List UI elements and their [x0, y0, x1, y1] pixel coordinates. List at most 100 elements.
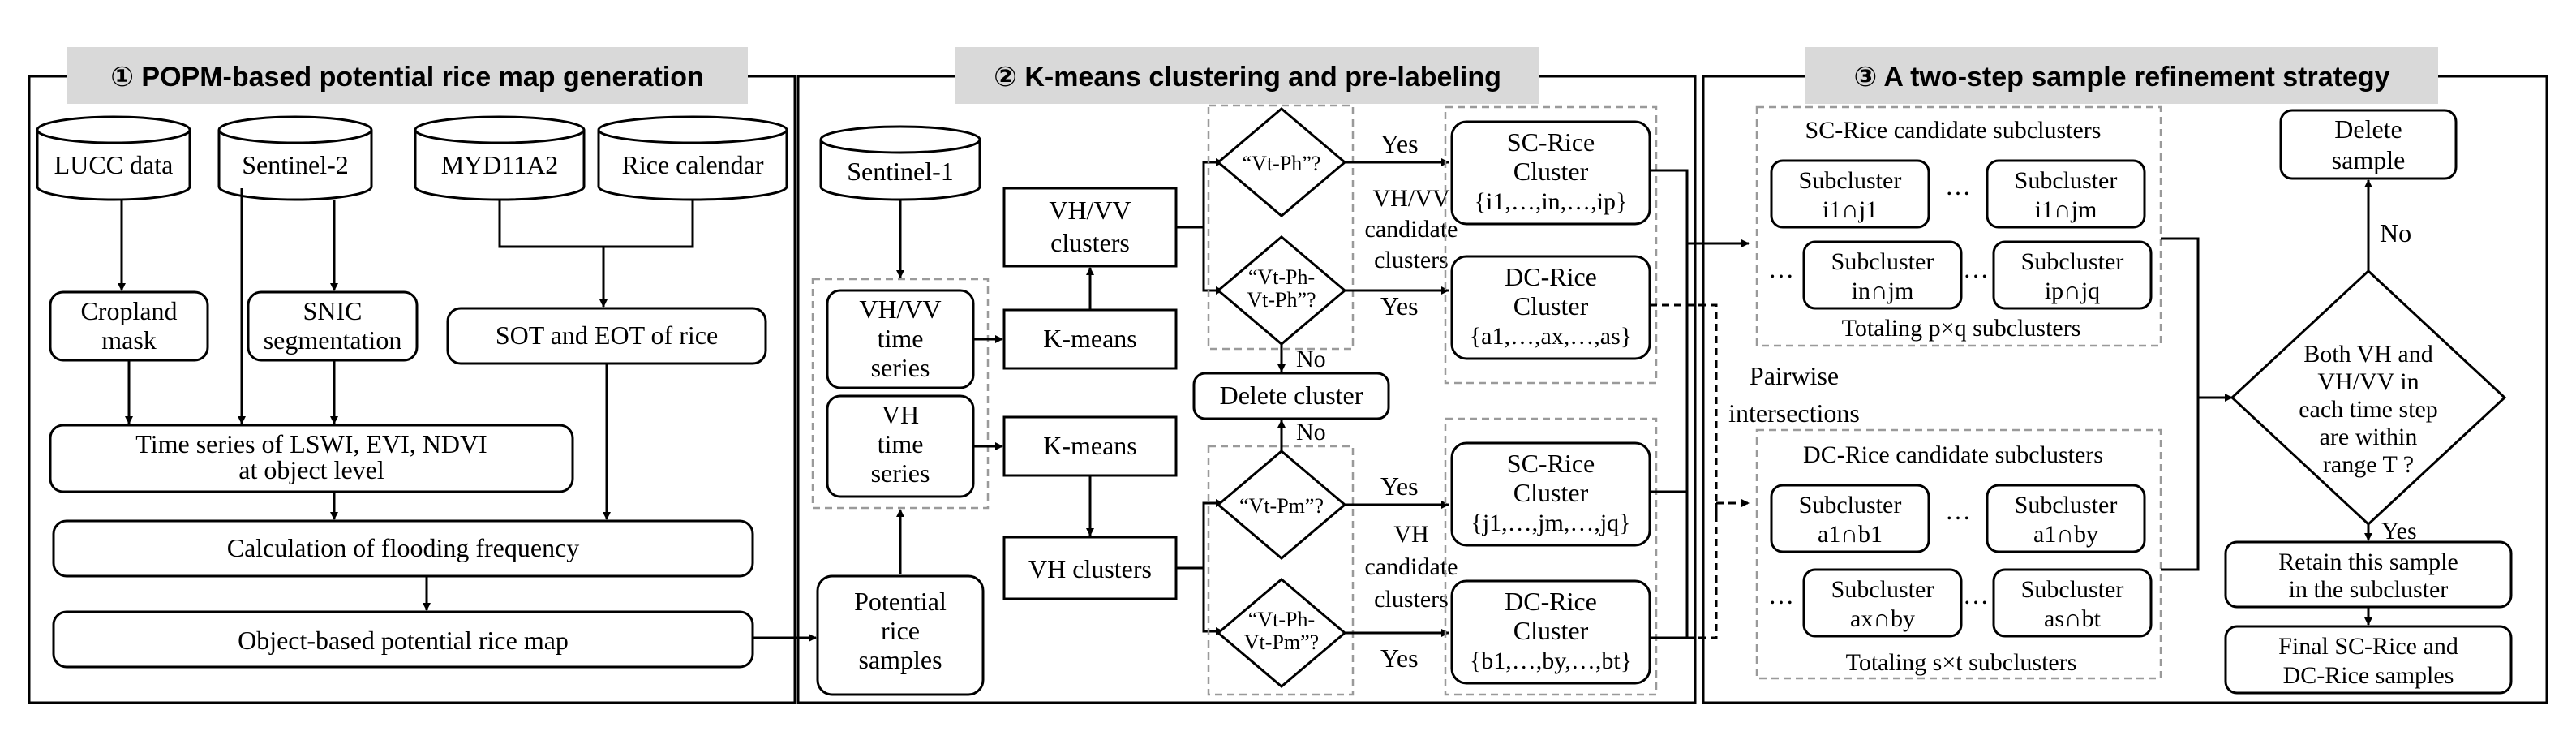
delete-cluster-label: Delete cluster	[1220, 381, 1363, 410]
sc-rice-cluster-j	[1450, 441, 1651, 547]
sc-subcluster-4	[1992, 240, 2153, 310]
sentinel-1-cylinder: Sentinel-1	[819, 125, 981, 201]
kmeans-box-1	[1002, 308, 1178, 370]
sot-eot-label: SOT and EOT of rice	[496, 321, 718, 350]
kmeans-box-2	[1002, 415, 1178, 477]
sentinel-2-label: Sentinel-2	[242, 150, 349, 179]
diamond-vt-ph-pm-line1: “Vt-Ph-	[1248, 608, 1315, 631]
dc-ellipsis-1: …	[1945, 496, 1971, 525]
dc-sub2-set: a1∩by	[2033, 521, 2098, 548]
kmeans-label-1: K-means	[1043, 324, 1137, 353]
diamond-vt-ph-pm-line2: Vt-Pm”?	[1244, 630, 1319, 654]
potential-samples-line3: samples	[858, 645, 942, 674]
panel-1-header	[67, 47, 748, 104]
vhvv-clusters-line2: clusters	[1050, 228, 1130, 257]
dc-subcluster-2	[1986, 484, 2146, 553]
final-samples-box	[2224, 625, 2513, 695]
sentinel-2-cylinder: Sentinel-2	[217, 115, 373, 201]
snic-line2: segmentation	[264, 325, 402, 355]
vhvv-ts-line1: VH/VV	[859, 295, 941, 324]
time-series-line1: Time series of LSWI, EVI, NDVI	[135, 429, 487, 458]
yes-label-1: Yes	[1380, 129, 1419, 158]
dc-sub4-title: Subcluster	[2021, 576, 2124, 603]
decision-yes-label: Yes	[2381, 518, 2417, 544]
sc-sub3-title: Subcluster	[1831, 248, 1934, 275]
diamond-vt-ph-pm	[1216, 578, 1347, 688]
dc-sub2-title: Subcluster	[2015, 492, 2118, 518]
cropland-mask-line1: Cropland	[80, 296, 177, 325]
sc-sub2-title: Subcluster	[2015, 167, 2118, 194]
no-label-lower: No	[1296, 419, 1326, 445]
diamond-vt-ph	[1216, 107, 1347, 217]
dc-subcluster-3	[1802, 568, 1963, 638]
dc2-line1: DC-Rice	[1505, 587, 1597, 616]
dc1-line2: Cluster	[1513, 291, 1589, 321]
potential-rice-map-label: Object-based potential rice map	[238, 626, 569, 655]
pairwise-label-bg	[1718, 364, 1893, 441]
dc-rice-cluster-a	[1450, 255, 1651, 360]
flooding-frequency-label: Calculation of flooding frequency	[227, 533, 580, 562]
cropland-mask-line2: mask	[101, 325, 157, 355]
sc1-line1: SC-Rice	[1507, 127, 1595, 157]
flooding-frequency-box	[52, 519, 754, 578]
dc-sub3-title: Subcluster	[1831, 576, 1934, 603]
potential-rice-map-box	[52, 610, 754, 669]
vh-clusters-box	[1002, 536, 1178, 600]
delete-sample-line2: sample	[2332, 145, 2406, 174]
retain-line1: Retain this sample	[2278, 549, 2458, 575]
time-series-group	[811, 278, 990, 510]
kmeans-label-2: K-means	[1043, 431, 1137, 460]
panel-2: ② K-means clustering and pre-labeling Se…	[796, 47, 1697, 704]
sc-sub1-title: Subcluster	[1799, 167, 1902, 194]
sc1-line2: Cluster	[1513, 157, 1589, 186]
diamond-vt-ph-ph-line1: “Vt-Ph-	[1248, 265, 1315, 289]
lucc-data-label: LUCC data	[54, 150, 174, 179]
myd11a2-label: MYD11A2	[441, 150, 559, 179]
vh-ts-line2: time	[878, 429, 924, 458]
dc-rice-cluster-b	[1450, 579, 1651, 685]
final-line1: Final SC-Rice and	[2278, 633, 2458, 660]
sc-ellipsis-3: …	[1963, 254, 1989, 283]
sc-subcluster-3	[1802, 240, 1963, 310]
sc-ellipsis-2: …	[1768, 254, 1794, 283]
myd11a2-cylinder: MYD11A2	[414, 115, 586, 201]
panel-3-title: ③ A two-step sample refinement strategy	[1853, 62, 2389, 93]
dc-ellipsis-3: …	[1963, 580, 1989, 609]
diamond-vt-pm-label: “Vt-Pm”?	[1239, 494, 1324, 518]
dc-sub1-set: a1∩b1	[1818, 521, 1883, 548]
panel-1-title: ① POPM-based potential rice map generati…	[110, 62, 704, 93]
sc1-line3: {i1,…,in,…,ip}	[1475, 188, 1628, 215]
sc-sub4-title: Subcluster	[2021, 248, 2124, 275]
decision-no-label: No	[2380, 218, 2411, 247]
vh-candidate-line3: clusters	[1374, 586, 1449, 613]
lucc-data-cylinder: LUCC data	[36, 115, 191, 201]
vh-candidate-line2: candidate	[1365, 553, 1458, 580]
dc-subcluster-1	[1770, 484, 1930, 553]
sc-sub3-set: in∩jm	[1852, 278, 1914, 304]
sc-ellipsis-1: …	[1945, 171, 1971, 200]
panel-3-header	[1805, 47, 2438, 104]
panel-2-title: ② K-means clustering and pre-labeling	[994, 62, 1501, 93]
dc-sub3-set: ax∩by	[1850, 605, 1915, 632]
sc-total-label: Totaling p×q subclusters	[1842, 315, 2081, 342]
sc2-line1: SC-Rice	[1507, 449, 1595, 478]
potential-samples-line2: rice	[881, 616, 920, 645]
vhvv-ts-line2: time	[878, 324, 924, 353]
yes-label-3: Yes	[1380, 471, 1419, 501]
vhvv-ts-line3: series	[871, 353, 930, 382]
dc2-line2: Cluster	[1513, 616, 1589, 645]
dc-subclusters-group	[1755, 428, 2162, 680]
rice-calendar-label: Rice calendar	[622, 150, 764, 179]
vh-ts-line1: VH	[882, 400, 919, 429]
sc-subclusters-group	[1755, 105, 2162, 347]
vh-ts-line3: series	[871, 458, 930, 488]
sentinel-1-label: Sentinel-1	[847, 157, 954, 186]
rice-calendar-cylinder: Rice calendar	[597, 115, 788, 201]
dc-sub4-set: as∩bt	[2044, 605, 2102, 632]
yes-label-2: Yes	[1380, 291, 1419, 321]
dc-ellipsis-2: …	[1768, 580, 1794, 609]
potential-samples-line1: Potential	[854, 587, 947, 616]
decision-line3: each time step	[2299, 396, 2438, 423]
dc-sub1-title: Subcluster	[1799, 492, 1902, 518]
